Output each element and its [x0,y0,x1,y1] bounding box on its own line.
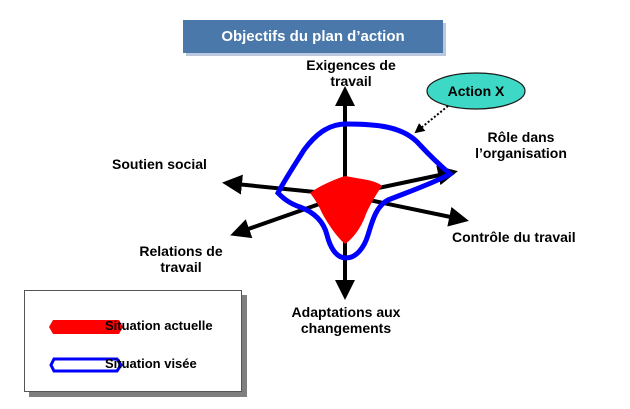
legend-label-actual: Situation actuelle [105,318,213,333]
actual-situation-shape [310,176,382,244]
axis-label-soutien: Soutien social [112,156,207,172]
target-situation-shape [274,121,455,261]
callout-leader [414,105,449,134]
axis-label-role: Rôle dans l’organisation [475,129,567,161]
legend-label-target: Situation visée [105,356,197,371]
axis-label-adaptations: Adaptations aux changements [291,304,401,336]
legend-swatch-target [49,357,123,373]
callout-label: Action X [448,83,505,99]
legend: Situation actuelle Situation visée [24,290,242,392]
diagram-title: Objectifs du plan d’action [183,20,443,53]
axis-label-controle: Contrôle du travail [452,229,576,245]
callout-bubble [426,72,526,110]
axis-label-exigences: Exigences de travail [306,57,396,89]
axis-label-relations: Relations de travail [139,243,223,275]
legend-swatch-actual [49,319,123,335]
